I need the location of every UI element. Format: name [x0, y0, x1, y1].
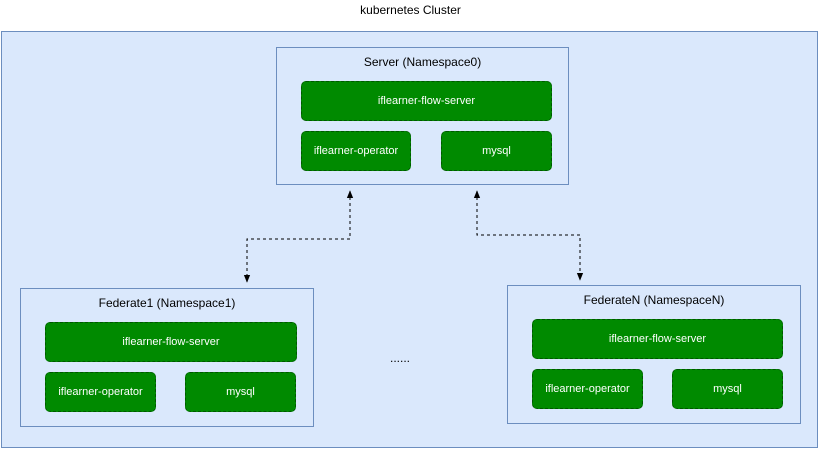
- cluster-title: kubernetes Cluster: [360, 3, 461, 17]
- server-namespace: Server (Namespace0) iflearner-flow-serve…: [276, 47, 569, 185]
- federateN-flow-server-pod: iflearner-flow-server: [532, 319, 783, 359]
- federateN-mysql-pod: mysql: [672, 369, 783, 409]
- federate1-namespace: Federate1 (Namespace1) iflearner-flow-se…: [20, 288, 314, 427]
- server-federate1-link: [243, 190, 354, 283]
- federate1-operator-pod: iflearner-operator: [45, 372, 156, 412]
- server-mysql-pod: mysql: [441, 131, 552, 171]
- federateN-operator-pod: iflearner-operator: [532, 369, 643, 409]
- federateN-namespace: FederateN (NamespaceN) iflearner-flow-se…: [507, 285, 801, 424]
- server-namespace-title: Server (Namespace0): [363, 55, 482, 69]
- server-operator-pod: iflearner-operator: [301, 131, 411, 171]
- federate1-mysql-pod: mysql: [185, 372, 296, 412]
- federate1-namespace-title: Federate1 (Namespace1): [98, 296, 236, 310]
- server-federateN-link: [473, 190, 584, 281]
- more-federates-ellipsis: ......: [389, 351, 410, 365]
- server-flow-server-pod: iflearner-flow-server: [301, 81, 552, 121]
- federateN-namespace-title: FederateN (NamespaceN): [583, 293, 725, 307]
- federate1-flow-server-pod: iflearner-flow-server: [45, 322, 297, 362]
